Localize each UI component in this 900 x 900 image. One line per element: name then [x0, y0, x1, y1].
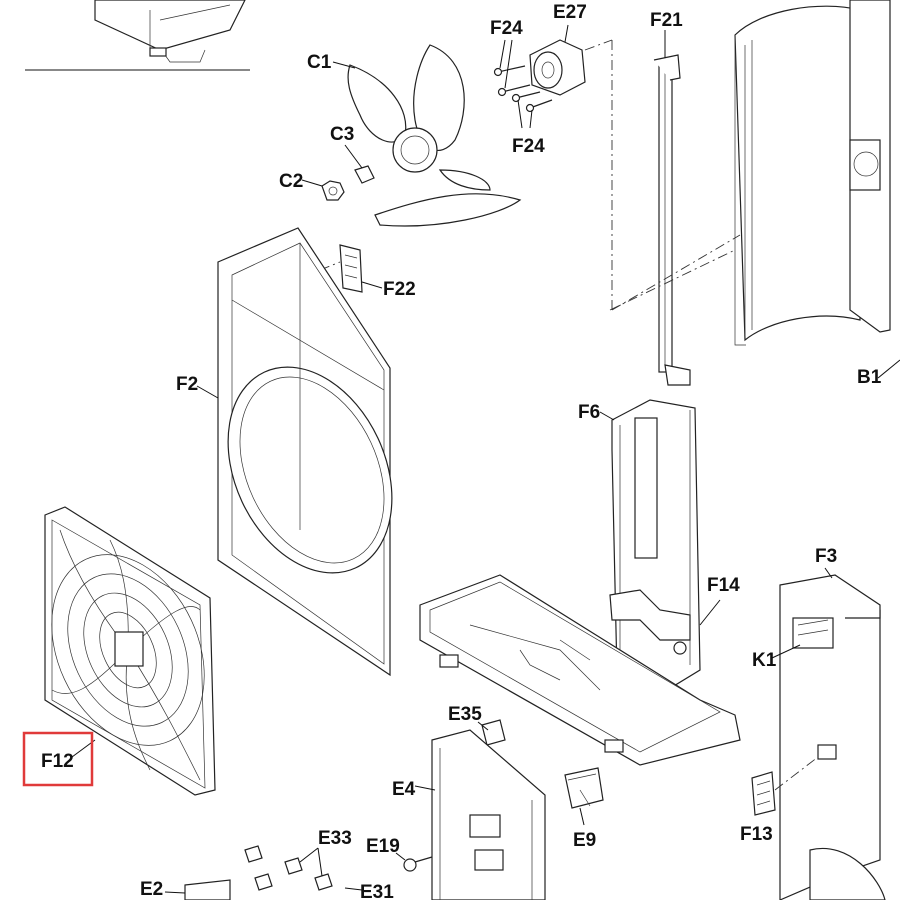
- fan-partition-f2: [196, 227, 393, 677]
- label-c1: C1: [307, 52, 332, 73]
- label-e2: E2: [140, 879, 163, 900]
- label-f2: F2: [176, 374, 198, 395]
- washer-c3: [344, 144, 375, 184]
- nut-c2: [301, 179, 345, 201]
- part-e9: [564, 767, 604, 826]
- label-e31: E31: [360, 882, 394, 900]
- fan-blade-c1: [332, 44, 522, 227]
- clip-f22: [319, 244, 383, 293]
- label-e27: E27: [553, 2, 587, 23]
- support-rail-f21: [611, 30, 741, 386]
- part-e31: [344, 887, 363, 891]
- handle-f13: [751, 756, 819, 816]
- label-e9: E9: [573, 830, 596, 851]
- label-f24-top: F24: [490, 18, 523, 39]
- label-e33: E33: [318, 828, 352, 849]
- heat-exchanger-b1: [609, 0, 900, 379]
- part-e2: [164, 879, 231, 900]
- label-f14: F14: [707, 575, 740, 596]
- bracket-f14: [609, 589, 721, 655]
- f12-highlight-box: [22, 731, 94, 787]
- label-f12: F12: [41, 751, 74, 772]
- label-f3: F3: [815, 546, 837, 567]
- label-k1: K1: [752, 650, 777, 671]
- label-f21: F21: [650, 10, 683, 31]
- label-f13: F13: [740, 824, 773, 845]
- part-e35: [477, 719, 506, 746]
- label-c2: C2: [279, 171, 303, 192]
- grille-spirals: [51, 529, 205, 781]
- label-b1: B1: [857, 367, 882, 388]
- fan-motor-e27: [529, 24, 613, 310]
- parts-e33: [244, 845, 333, 891]
- label-e4: E4: [392, 779, 416, 800]
- front-grille-f12: [22, 506, 216, 796]
- side-panel-f3: [771, 567, 886, 900]
- label-e19: E19: [366, 836, 400, 857]
- base-plate: [419, 574, 741, 766]
- label-f24-bottom: F24: [512, 136, 545, 157]
- switch-box-e4: [414, 729, 546, 900]
- screw-e19: [395, 852, 433, 872]
- label-e35: E35: [448, 704, 482, 725]
- unit-fragment-top-left: [25, 0, 250, 71]
- label-f22: F22: [383, 279, 416, 300]
- label-c3: C3: [330, 124, 354, 145]
- screws-f24: [493, 39, 553, 129]
- label-f6: F6: [578, 402, 600, 423]
